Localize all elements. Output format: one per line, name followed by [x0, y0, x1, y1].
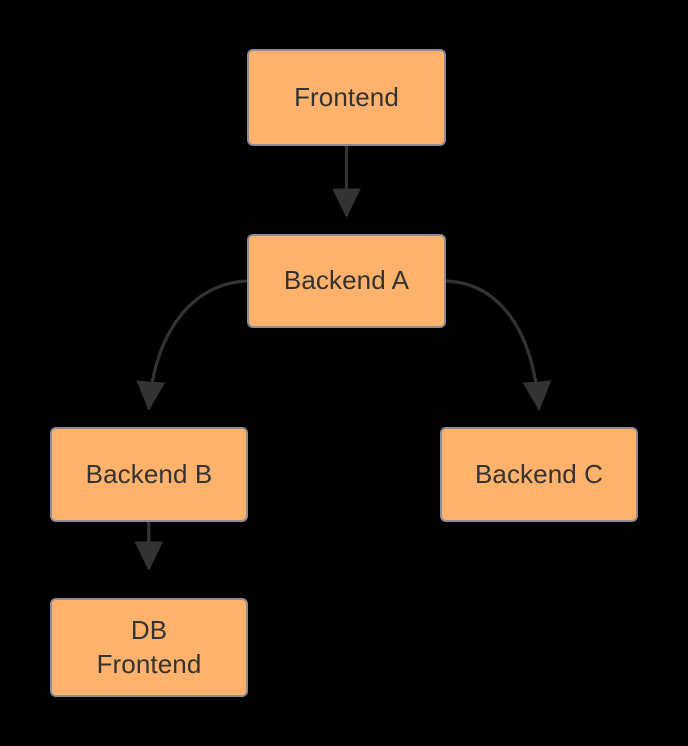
node-backend-a[interactable]: Backend A: [247, 234, 446, 328]
node-backend-c[interactable]: Backend C: [440, 427, 638, 522]
edge-backend-a-to-backend-b: [136, 279, 248, 411]
node-frontend[interactable]: Frontend: [247, 49, 446, 146]
node-db-frontend[interactable]: DB Frontend: [50, 598, 248, 697]
node-db-frontend-label: DB Frontend: [96, 615, 202, 679]
node-backend-b[interactable]: Backend B: [50, 427, 248, 522]
edge-backend-a-to-backend-c: [445, 279, 552, 411]
node-frontend-label: Frontend: [294, 81, 399, 112]
node-backend-a-label: Backend A: [283, 265, 410, 296]
node-backend-b-label: Backend B: [85, 458, 213, 489]
node-backend-c-label: Backend C: [474, 458, 604, 489]
